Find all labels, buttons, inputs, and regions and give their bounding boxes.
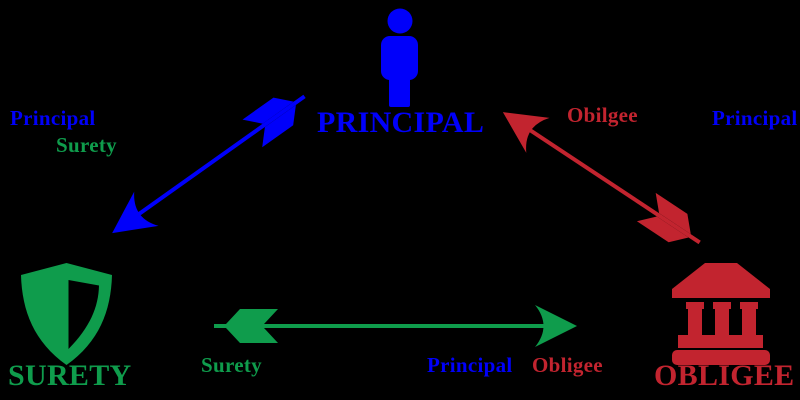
bank-column: [688, 309, 702, 335]
edge-label-surety: Surety: [56, 133, 117, 157]
edge-label-principal: Principal: [427, 353, 513, 377]
arrow-head: [112, 191, 159, 234]
arrow-head: [535, 305, 577, 347]
obligee-node-title: OBLIGEE: [654, 359, 795, 392]
edge-label-principal: Principal: [10, 106, 96, 130]
arrow-shaft: [523, 124, 701, 245]
arrow-fletching: [636, 216, 689, 243]
surety-to-obligee-arrow: [214, 305, 577, 347]
shield-icon: [21, 263, 112, 365]
arrow-shaft: [214, 324, 551, 328]
arrow-shaft: [132, 94, 306, 220]
arrow-fletching: [226, 309, 278, 324]
principal-node-title: PRINCIPAL: [317, 106, 485, 139]
shield-inner-cutout: [68, 280, 99, 349]
arrow-fletching: [242, 97, 294, 124]
arrow-fletching: [226, 328, 278, 343]
edge-label-surety: Surety: [201, 353, 262, 377]
arrow-fletching: [655, 192, 691, 235]
bank-column: [715, 309, 729, 335]
bank-pediment: [672, 263, 770, 298]
arrow-head: [502, 112, 550, 153]
bank-column-cap: [686, 302, 704, 309]
bank-column-cap: [740, 302, 758, 309]
bank-column: [742, 309, 756, 335]
edge-label-obligee: Obligee: [532, 353, 603, 377]
person-icon: [381, 8, 418, 107]
surety-node-title: SURETY: [8, 359, 132, 392]
principal-to-surety-arrow: [112, 94, 306, 234]
obligee-to-principal-arrow: [502, 112, 701, 245]
arrow-fletching: [262, 104, 296, 148]
shield-body: [21, 263, 112, 365]
edge-label-principal: Principal: [712, 106, 798, 130]
bank-column-cap: [713, 302, 731, 309]
bank-icon: [672, 263, 770, 365]
edge-label-obilgee: Obilgee: [567, 103, 638, 127]
bank-base: [672, 350, 770, 365]
bank-entablature: [678, 335, 763, 348]
